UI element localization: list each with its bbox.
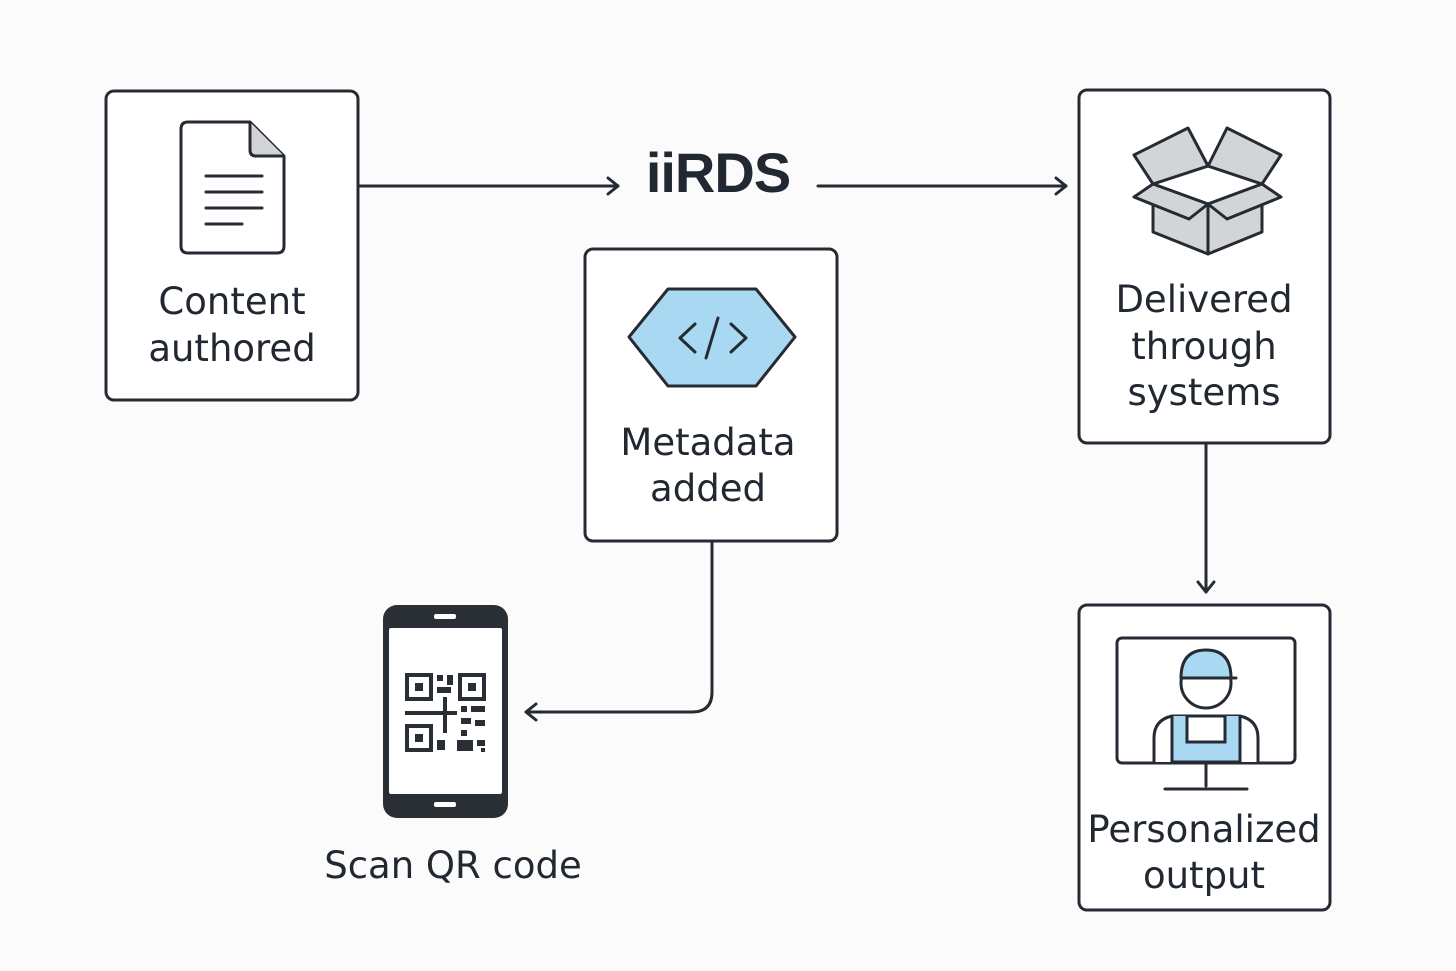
scan-qr-node: Scan QR code [324, 605, 582, 887]
code-tag-icon [627, 287, 797, 388]
arrow-metadata-to-scan [524, 539, 714, 722]
phone-qr-icon [383, 605, 508, 818]
delivered-node: Delivered through systems [1077, 88, 1332, 445]
content-authored-label-line1: Content [158, 280, 305, 323]
open-box-icon [1132, 126, 1283, 256]
content-authored-node: Content authored [104, 89, 360, 402]
metadata-added-label-line1: Metadata [620, 421, 795, 464]
metadata-added-node: Metadata added [583, 247, 839, 543]
iirds-title: iiRDS [646, 141, 790, 204]
personalized-output-node: Personalized output [1077, 603, 1332, 912]
worker-on-monitor-icon [1115, 636, 1297, 791]
delivered-label-line2: through [1131, 325, 1276, 368]
personalized-label-line2: output [1143, 854, 1265, 897]
content-authored-label-line2: authored [148, 327, 315, 370]
delivered-label-line3: systems [1127, 371, 1280, 414]
document-icon [179, 120, 286, 255]
delivered-label-line1: Delivered [1115, 278, 1292, 321]
personalized-label-line1: Personalized [1087, 808, 1320, 851]
scan-qr-label: Scan QR code [324, 844, 582, 887]
metadata-added-label-line2: added [650, 467, 766, 510]
